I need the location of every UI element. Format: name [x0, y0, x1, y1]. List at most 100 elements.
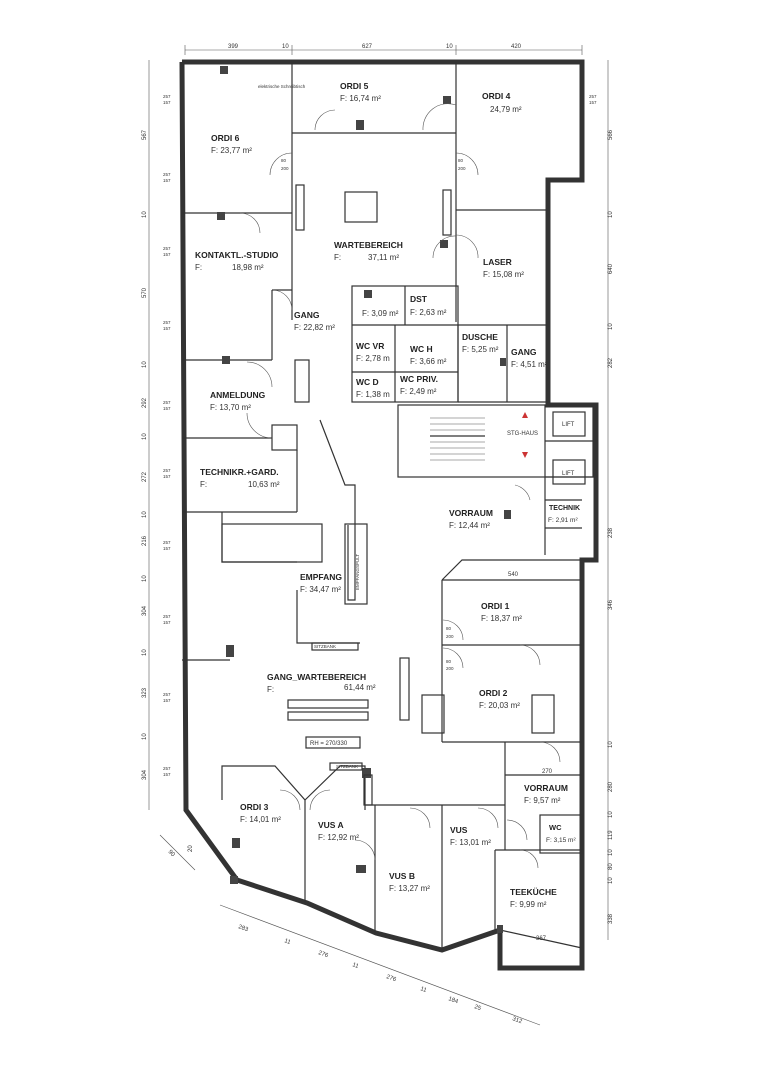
room-name: KONTAKTL.-STUDIO [195, 250, 279, 260]
dimension-lines [148, 45, 609, 1026]
room-name: GANG [511, 347, 537, 357]
window-dim: 257 [163, 94, 171, 99]
room-name: VUS [450, 825, 468, 835]
room-name: ORDI 1 [481, 601, 510, 611]
room-area: F: 13,01 m² [450, 838, 491, 847]
room-area: 18,98 m² [232, 263, 264, 272]
lift-label: LIFT [562, 422, 575, 428]
dim-right: 80 [608, 863, 614, 870]
room-area-prefix: F: [195, 263, 202, 272]
dim-bottom: 276 [317, 950, 329, 959]
room-area: F: 3,66 m² [410, 357, 447, 366]
dim-left: 304 [142, 769, 148, 780]
window-dim: 257 [589, 94, 597, 99]
dim-left: 10 [142, 575, 148, 582]
room-area-prefix: F: [267, 685, 274, 694]
room-area: F: 13,27 m² [389, 884, 430, 893]
room-name: GANG [294, 310, 320, 320]
dim-top: 420 [511, 44, 522, 50]
dim-left: 10 [142, 361, 148, 368]
room-name: WC D [356, 377, 379, 387]
dims-bottom: 283 11 276 11 276 11 184 25 312 90 20 [167, 845, 524, 1026]
room-area: 61,44 m² [344, 683, 376, 692]
dim-right: 10 [608, 849, 614, 856]
room-area: F: 1,38 m [356, 390, 390, 399]
room-name: VORRAUM [449, 508, 493, 518]
dim-bottom: 11 [283, 938, 292, 946]
dim-top: 627 [362, 44, 373, 50]
door-dim: 200 [446, 634, 454, 639]
dim-bottom: 283 [237, 924, 249, 933]
window-dim: 257 [163, 540, 171, 545]
window-dim: 157 [163, 100, 171, 105]
window-dim: 257 [163, 320, 171, 325]
window-dim: 257 [163, 246, 171, 251]
dim-right: 640 [608, 263, 614, 274]
room-name: VORRAUM [524, 783, 568, 793]
dim-bottom: 25 [473, 1004, 482, 1012]
dim-left: 10 [142, 511, 148, 518]
room-area-prefix: F: [200, 480, 207, 489]
dim-bottom: 11 [351, 962, 360, 970]
room-name: WC [549, 823, 562, 832]
dim-top: 10 [282, 44, 289, 50]
room-area: F: 2,63 m² [410, 308, 447, 317]
room-area: F: 5,25 m² [462, 345, 499, 354]
window-dim: 157 [589, 100, 597, 105]
room-name: ANMELDUNG [210, 390, 266, 400]
room-area: F: 2,49 m² [400, 387, 437, 396]
room-name: TEEKÜCHE [510, 887, 557, 897]
window-dim: 157 [163, 546, 171, 551]
room-area: 10,63 m² [248, 480, 280, 489]
dim-left: 10 [142, 433, 148, 440]
dim-right: 10 [608, 211, 614, 218]
room-area: F: 12,44 m² [449, 521, 490, 530]
room-area: F: 9,57 m² [524, 796, 561, 805]
dim-left: 292 [142, 397, 148, 408]
room-area: 37,11 m² [368, 253, 399, 262]
sitzbank-label: SITZBANK [314, 644, 336, 649]
window-dim: 257 [163, 614, 171, 619]
room-name: WARTEBEREICH [334, 240, 403, 250]
dim-right: 10 [608, 877, 614, 884]
dim-left: 304 [142, 605, 148, 616]
dim-bottom: 11 [419, 986, 428, 994]
room-name: GANG_WARTEBEREICH [267, 672, 366, 682]
window-labels: 257 157 257 157 257 157 257 157 257 157 … [163, 94, 597, 777]
room-name: ORDI 5 [340, 81, 369, 91]
door-labels: 80 200 80 200 80 200 80 200 [281, 158, 466, 671]
room-area: F: 3,09 m² [362, 309, 399, 318]
dim-left: 272 [142, 471, 148, 482]
dim-right: 346 [608, 599, 614, 610]
room-name: LASER [483, 257, 512, 267]
room-area: 24,79 m² [490, 105, 522, 114]
window-dim: 157 [163, 406, 171, 411]
room-name: TECHNIKR.+GARD. [200, 467, 279, 477]
room-name: DUSCHE [462, 332, 498, 342]
room-name: VUS B [389, 871, 415, 881]
room-area: F: 2,91 m² [548, 517, 578, 524]
lift-label: LIFT [562, 471, 575, 477]
room-area: F: 9,99 m² [510, 900, 547, 909]
room-name: WC VR [356, 341, 384, 351]
dim-left: 567 [142, 129, 148, 140]
window-dim: 257 [163, 766, 171, 771]
dims-right: 566 10 640 10 282 238 346 10 280 10 119 … [608, 129, 614, 924]
dim-right: 338 [608, 913, 614, 924]
door-swings [239, 103, 561, 869]
benches [287, 184, 555, 806]
dim-right: 10 [608, 323, 614, 330]
room-area: F: 16,74 m² [340, 94, 381, 103]
room-area-prefix: F: [334, 253, 341, 262]
room-area: F: 22,82 m² [294, 323, 335, 332]
room-area: F: 4,51 m² [511, 360, 548, 369]
dim-right: 119 [608, 830, 614, 840]
door-dim: 200 [458, 166, 466, 171]
dim-left: 10 [142, 733, 148, 740]
room-area: F: 34,47 m² [300, 585, 341, 594]
window-dim: 157 [163, 178, 171, 183]
room-name: ORDI 6 [211, 133, 240, 143]
schreibtisch-label: elektrische Schreibtisch [258, 84, 306, 89]
window-dim: 157 [163, 252, 171, 257]
